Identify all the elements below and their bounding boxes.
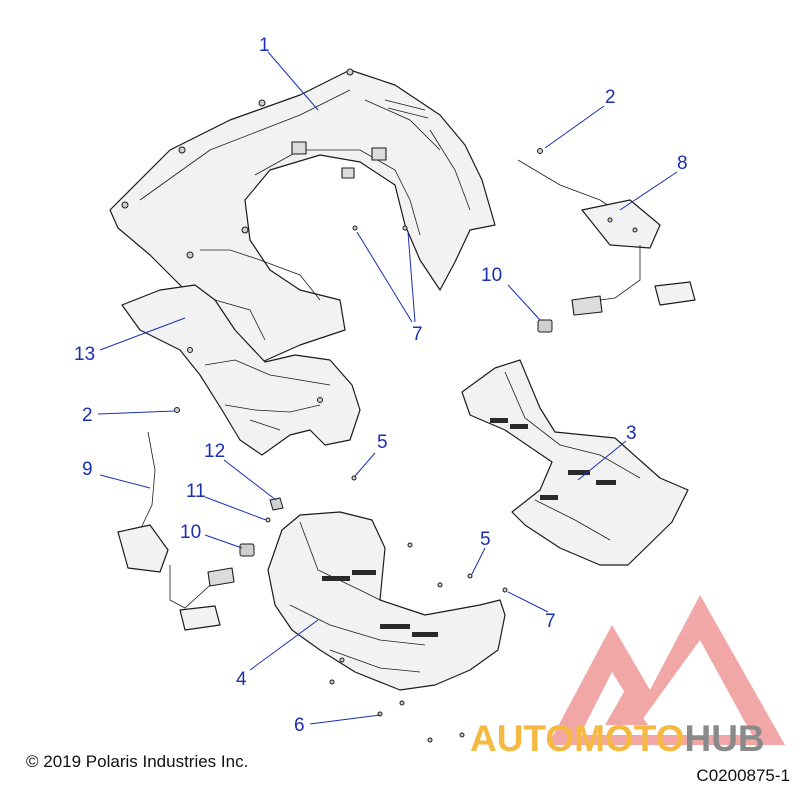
callout-2: 2 bbox=[82, 405, 93, 426]
part-8-footrest-bracket bbox=[517, 159, 696, 316]
callout-2: 2 bbox=[605, 87, 616, 108]
callout-5: 5 bbox=[377, 432, 388, 453]
watermark-word-b: HUB bbox=[684, 718, 765, 759]
part-13-side-panel bbox=[121, 284, 361, 456]
callout-10: 10 bbox=[481, 265, 502, 286]
callout-13: 13 bbox=[74, 344, 95, 365]
figure-code: C0200875-1 bbox=[696, 766, 790, 785]
callout-4: 4 bbox=[236, 669, 247, 690]
callout-1: 1 bbox=[259, 35, 270, 56]
part-4-left-footwell bbox=[267, 511, 506, 691]
copyright-notice: © 2019 Polaris Industries Inc. bbox=[26, 752, 249, 771]
callout-12: 12 bbox=[204, 441, 225, 462]
watermark-word-a: AUTOMOTO bbox=[470, 718, 685, 759]
callout-6: 6 bbox=[294, 715, 305, 736]
part-3-right-footwell bbox=[461, 359, 689, 566]
callout-3: 3 bbox=[626, 423, 637, 444]
watermark-wordmark: AUTOMOTOHUB bbox=[470, 718, 765, 760]
callout-labels: 1 2 8 10 7 13 2 3 5 12 9 11 10 5 7 4 6 bbox=[74, 35, 688, 736]
callout-7: 7 bbox=[545, 611, 556, 632]
hardware-fasteners bbox=[174, 148, 553, 743]
callout-7: 7 bbox=[412, 324, 423, 345]
callout-11: 11 bbox=[186, 481, 206, 502]
callout-5: 5 bbox=[480, 529, 491, 550]
callout-8: 8 bbox=[677, 153, 688, 174]
watermark-logo-icon bbox=[548, 595, 785, 745]
part-9-footrest-bracket bbox=[117, 431, 235, 631]
callout-10: 10 bbox=[180, 522, 201, 543]
callout-9: 9 bbox=[82, 459, 93, 480]
leader-lines bbox=[97, 51, 678, 725]
